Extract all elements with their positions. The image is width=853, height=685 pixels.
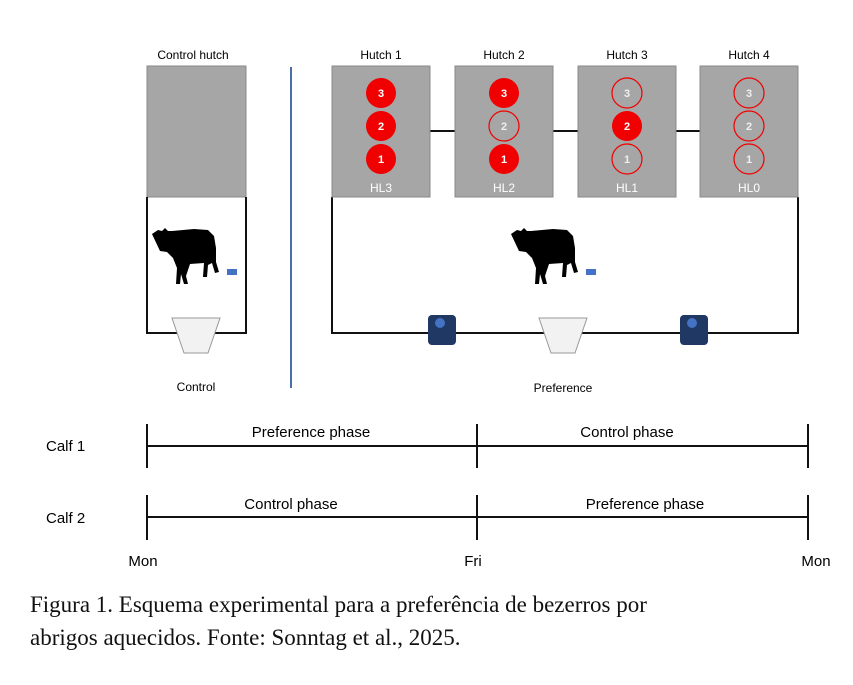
heat-lamp (733, 143, 765, 175)
heat-lamp (366, 144, 396, 174)
calf1-phase1: Preference phase (252, 424, 370, 441)
heat-lamp (733, 77, 765, 109)
day-label: Fri (464, 553, 482, 570)
lamp-number: 2 (501, 121, 507, 133)
heat-lamp (611, 77, 643, 109)
hutch-title: Hutch 4 (728, 48, 770, 62)
calf1-label: Calf 1 (46, 438, 85, 455)
ear-tag-icon (227, 269, 237, 275)
caption-line: Figura 1. Esquema experimental para a pr… (30, 592, 647, 617)
heat-level-label: HL3 (370, 181, 392, 195)
control-hutch (146, 65, 247, 198)
lamp-number: 2 (746, 121, 752, 133)
heat-lamp (611, 143, 643, 175)
preference-label: Preference (534, 381, 593, 395)
hutch-title: Hutch 2 (483, 48, 525, 62)
bucket-icon (171, 317, 221, 354)
heat-lamp (366, 78, 396, 108)
ear-tag-icon (586, 269, 596, 275)
calf2-phase2: Preference phase (586, 496, 704, 513)
feeder-light (435, 318, 445, 328)
control-hutch-title: Control hutch (157, 48, 228, 62)
heat-level-label: HL0 (738, 181, 760, 195)
calf-icon (511, 228, 578, 284)
lamp-number: 1 (501, 154, 507, 166)
lamp-number: 3 (746, 88, 752, 100)
timeline-lines (146, 424, 809, 540)
calf2-phase1: Control phase (244, 496, 337, 513)
bucket-icon (538, 317, 588, 354)
control-pen (146, 197, 247, 334)
figure-caption: Figura 1. Esquema experimental para a pr… (30, 588, 850, 654)
lamp-number: 1 (624, 154, 630, 166)
day-label: Mon (801, 553, 830, 570)
heat-lamp (488, 110, 520, 142)
lamp-number: 1 (746, 154, 752, 166)
day-label: Mon (128, 553, 157, 570)
lamp-number: 3 (501, 88, 507, 100)
lamp-number: 2 (624, 121, 630, 133)
hutch (699, 65, 799, 198)
lamp-number: 1 (378, 154, 384, 166)
hutch-title: Hutch 1 (360, 48, 402, 62)
feeder-icon (680, 315, 708, 345)
heat-lamp (366, 111, 396, 141)
lamp-number: 3 (624, 88, 630, 100)
calf2-label: Calf 2 (46, 510, 85, 527)
calf-icon (152, 228, 219, 284)
heat-lamp (489, 144, 519, 174)
heat-level-label: HL1 (616, 181, 638, 195)
heat-lamp (612, 111, 642, 141)
feeder-icon (428, 315, 456, 345)
lamp-number: 2 (378, 121, 384, 133)
heat-lamp (489, 78, 519, 108)
heat-lamp (733, 110, 765, 142)
hutch-title: Hutch 3 (606, 48, 648, 62)
heat-level-label: HL2 (493, 181, 515, 195)
caption-line: abrigos aquecidos. Fonte: Sonntag et al.… (30, 625, 461, 650)
control-label: Control (177, 380, 216, 394)
calf1-phase2: Control phase (580, 424, 673, 441)
feeder-light (687, 318, 697, 328)
lamp-number: 3 (378, 88, 384, 100)
